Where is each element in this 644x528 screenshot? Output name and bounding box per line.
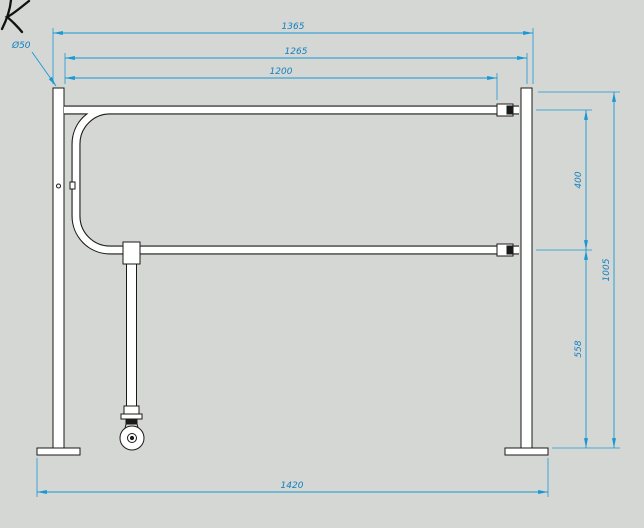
left-post-bolt	[56, 183, 61, 189]
swing-post	[122, 241, 141, 415]
upper-hinge	[496, 103, 514, 117]
caster-wheel	[119, 413, 145, 451]
gate-frame	[64, 105, 519, 255]
dim-label-width-overall: 1365	[282, 22, 305, 32]
dim-label-total-height: 1005	[602, 258, 612, 281]
swing-post-clamp	[122, 241, 141, 265]
extension-lines	[36, 28, 620, 497]
caster-swivel	[125, 418, 138, 425]
dim-label-width-mid: 1265	[285, 47, 308, 57]
lower-hinge	[496, 243, 514, 257]
caster-axle	[129, 435, 135, 441]
gate-latch-tab	[69, 181, 76, 190]
left-post	[52, 87, 65, 449]
gate-frame-outline	[64, 105, 519, 255]
gate-structure	[36, 87, 549, 456]
dim-label-rail-spacing: 400	[574, 171, 584, 188]
dim-label-base-width: 1420	[281, 481, 304, 491]
handwritten-mark	[0, 0, 31, 34]
right-base-plate	[504, 447, 549, 456]
dim-label-post-diameter: Ø50	[11, 40, 31, 51]
caster-mount-plate	[120, 413, 143, 420]
dimension-annotations: 1365 1265 1200 Ø50 400 558 1005 1420	[11, 22, 620, 497]
right-post	[520, 87, 533, 449]
dim-label-width-gate: 1200	[270, 67, 293, 77]
gate-frame-body	[64, 106, 519, 254]
swing-post-collar	[123, 405, 140, 415]
dimension-lines	[31, 31, 616, 494]
dim-label-lower-height: 558	[574, 340, 584, 357]
dimension-labels: 1365 1265 1200 Ø50 400 558 1005 1420	[11, 22, 612, 491]
leader-line-diameter	[31, 51, 57, 87]
swing-post-tube	[126, 263, 137, 407]
left-base-plate	[36, 447, 81, 456]
